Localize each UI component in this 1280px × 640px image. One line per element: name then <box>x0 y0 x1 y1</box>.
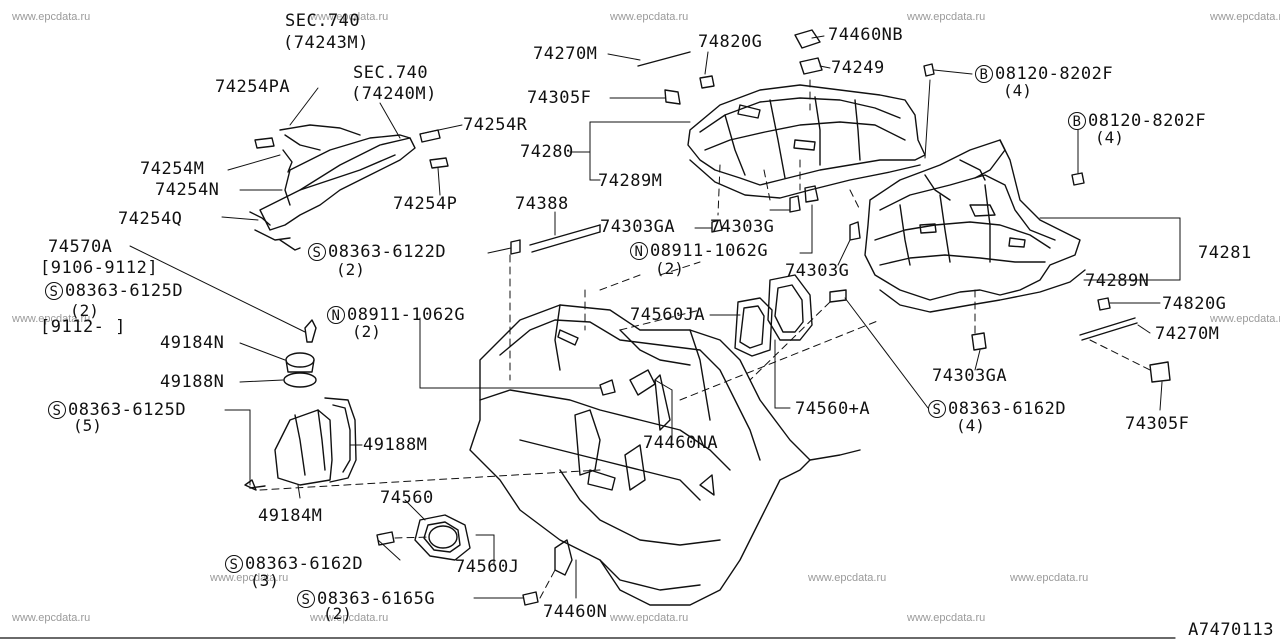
watermark: www.epcdata.ru <box>907 11 986 23</box>
n-prefix-icon: N <box>327 306 345 324</box>
label-74305F-right: 74305F <box>1125 414 1190 434</box>
label-74305F-top: 74305F <box>527 88 592 108</box>
label-range-9112: [9112- ] <box>40 317 126 337</box>
label-74254N: 74254N <box>155 180 220 200</box>
label-sec740-a-ref: (74243M) <box>283 33 369 53</box>
heat-insulator-right-drawing <box>865 140 1085 312</box>
leader-lines <box>130 36 1180 598</box>
watermark: www.epcdata.ru <box>12 612 91 624</box>
watermark: www.epcdata.ru <box>310 612 389 624</box>
heat-insulator-top-drawing <box>688 85 925 198</box>
label-74254P: 74254P <box>393 194 458 214</box>
gasket-parts-drawing <box>377 30 1170 605</box>
watermark: www.epcdata.ru <box>1010 572 1089 584</box>
label-74254Q: 74254Q <box>118 209 183 229</box>
s-prefix-icon: S <box>308 243 326 261</box>
label-74560A: 74560+A <box>795 399 871 419</box>
s-prefix-icon: S <box>225 555 243 573</box>
floor-panel-drawing <box>470 305 860 605</box>
diagram-code: A7470113 <box>1188 620 1274 640</box>
label-sec740-a: SEC.740 <box>285 11 361 31</box>
qty-s-08363-6162D-a: (4) <box>956 416 985 435</box>
label-74270M-top: 74270M <box>533 44 598 64</box>
label-74270M-right: 74270M <box>1155 324 1220 344</box>
label-74254PA: 74254PA <box>215 77 291 97</box>
label-74820G-right: 74820G <box>1162 294 1227 314</box>
label-74560JA: 74560JA <box>630 305 706 325</box>
n-prefix-icon: N <box>630 242 648 260</box>
watermark: www.epcdata.ru <box>610 11 689 23</box>
label-74303G-b: 74303G <box>785 261 850 281</box>
label-74388: 74388 <box>515 194 569 214</box>
watermark: www.epcdata.ru <box>210 572 289 584</box>
tunnel-insulator-drawing <box>250 125 448 250</box>
qty-s-08363-6125D-a: (2) <box>70 301 99 320</box>
label-74289M: 74289M <box>598 171 663 191</box>
label-74281: 74281 <box>1198 243 1252 263</box>
watermark: www.epcdata.ru <box>1210 313 1280 325</box>
label-74254M: 74254M <box>140 159 205 179</box>
label-sec740-b-ref: (74240M) <box>351 84 437 104</box>
label-74560: 74560 <box>380 488 434 508</box>
watermark: www.epcdata.ru <box>907 612 986 624</box>
qty-s-08363-6122D: (2) <box>336 260 365 279</box>
b-prefix-icon: B <box>975 65 993 83</box>
qty-s-08363-6162D-b: (3) <box>250 571 279 590</box>
label-74570A: 74570A <box>48 237 113 257</box>
s-prefix-icon: S <box>48 401 66 419</box>
label-74303GA-top: 74303GA <box>600 217 676 237</box>
label-49188M: 49188M <box>363 435 428 455</box>
label-74303G-a: 74303G <box>710 217 775 237</box>
qty-s-08363-6165G: (2) <box>323 604 352 623</box>
label-74820G-top: 74820G <box>698 32 763 52</box>
label-49184N: 49184N <box>160 333 225 353</box>
qty-s-08363-6125D-b: (5) <box>73 416 102 435</box>
dashed-lines <box>260 80 1150 598</box>
watermark: www.epcdata.ru <box>12 313 91 325</box>
label-74460N: 74460N <box>543 602 608 622</box>
label-49184M: 49184M <box>258 506 323 526</box>
label-74460NA: 74460NA <box>643 433 719 453</box>
label-74289N: 74289N <box>1085 271 1150 291</box>
qty-b-08120-8202F-a: (4) <box>1003 81 1032 100</box>
s-prefix-icon: S <box>928 400 946 418</box>
label-74280: 74280 <box>520 142 574 162</box>
label-49188N: 49188N <box>160 372 225 392</box>
label-74254R: 74254R <box>463 115 528 135</box>
label-74460NB: 74460NB <box>828 25 904 45</box>
qty-n-08911-1062G-b: (2) <box>352 322 381 341</box>
label-74249: 74249 <box>831 58 885 78</box>
watermark: www.epcdata.ru <box>610 612 689 624</box>
qty-n-08911-1062G-a: (2) <box>655 259 684 278</box>
qty-b-08120-8202F-b: (4) <box>1095 128 1124 147</box>
s-prefix-icon: S <box>297 590 315 608</box>
label-sec740-b: SEC.740 <box>353 63 429 83</box>
filler-parts-drawing <box>245 320 356 490</box>
label-74560J: 74560J <box>455 557 520 577</box>
label-range-9106-9112: [9106-9112] <box>40 258 159 278</box>
b-prefix-icon: B <box>1068 112 1086 130</box>
s-prefix-icon: S <box>45 282 63 300</box>
watermark: www.epcdata.ru <box>310 11 389 23</box>
watermark: www.epcdata.ru <box>12 11 91 23</box>
watermark: www.epcdata.ru <box>1210 11 1280 23</box>
watermark: www.epcdata.ru <box>808 572 887 584</box>
label-74303GA-right: 74303GA <box>932 366 1008 386</box>
